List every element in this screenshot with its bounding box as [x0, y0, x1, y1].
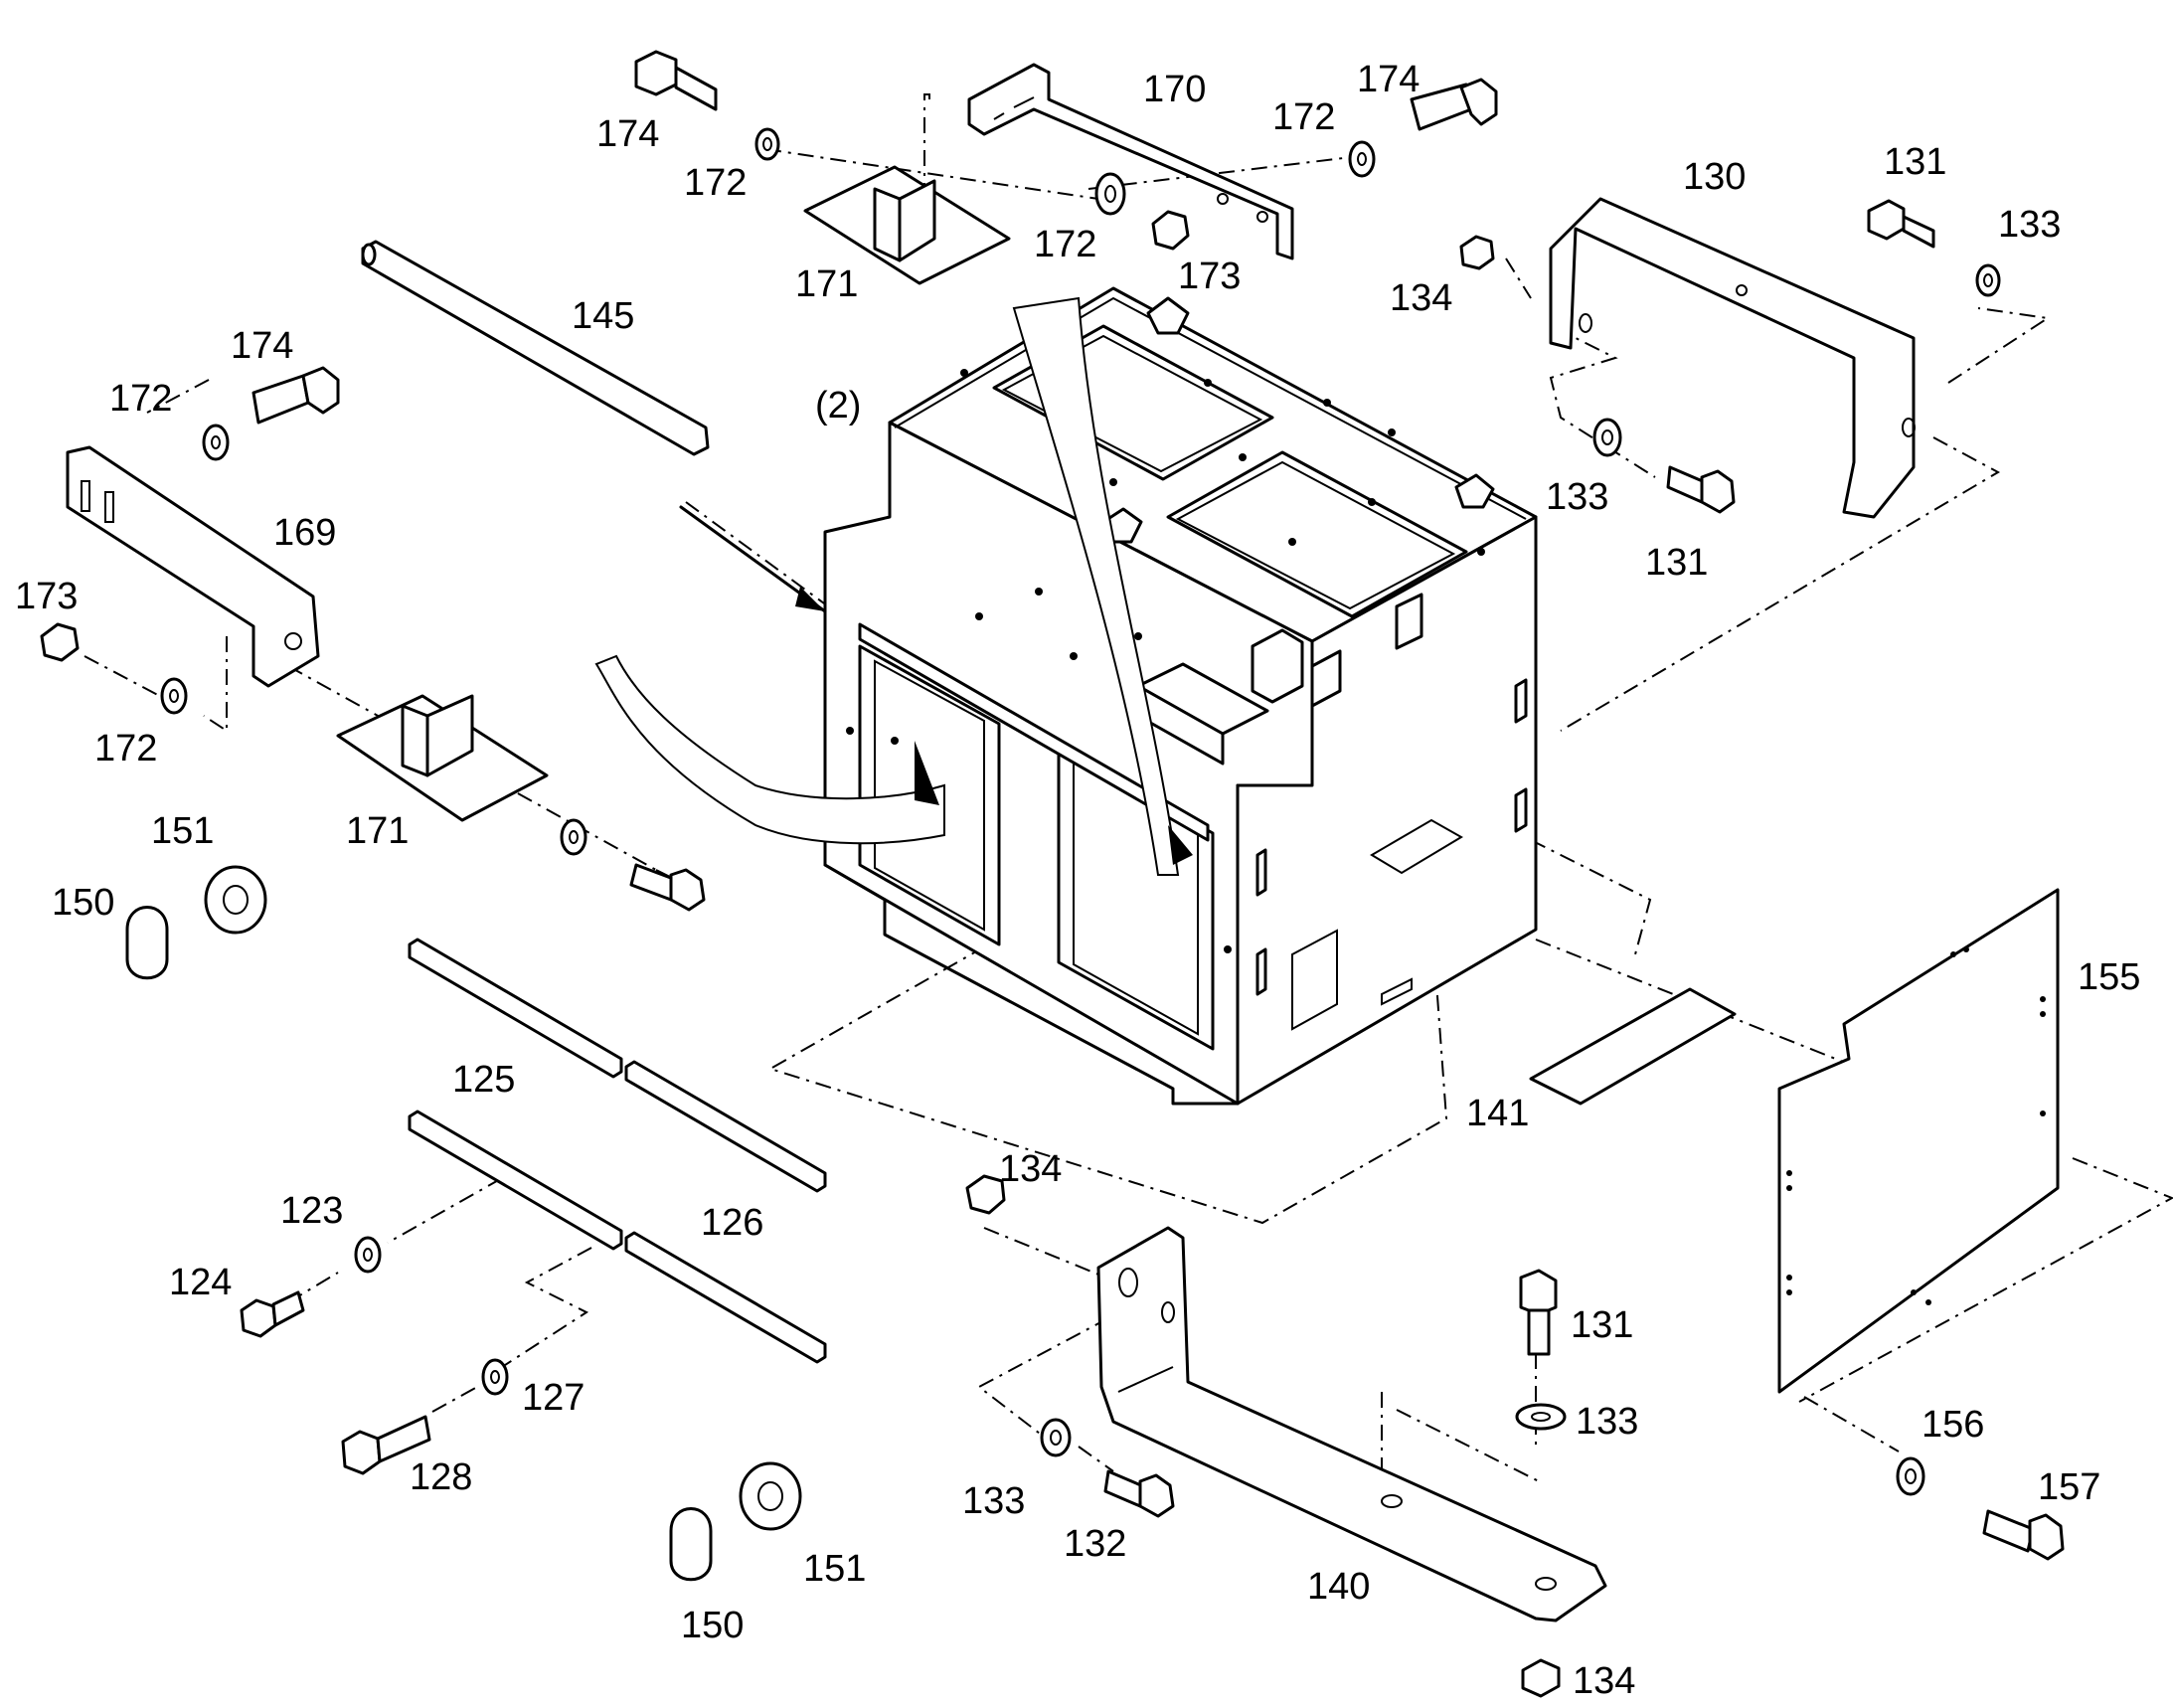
- acorn-nut-150-upper: [125, 906, 169, 980]
- callout-131: 131: [1645, 542, 1708, 584]
- callout-131: 131: [1884, 141, 1946, 183]
- fasteners: [40, 50, 2065, 1698]
- washer-133-mid: [1592, 418, 1622, 457]
- callout-133: 133: [962, 1480, 1025, 1522]
- callout-labels: 170 174 174 174 172 172 172 172 172 173 …: [15, 59, 2140, 1702]
- bolt-157: [1982, 1509, 2065, 1561]
- callout-173: 173: [1178, 256, 1241, 297]
- callout-173: 173: [15, 576, 78, 617]
- washer-172-right: [1348, 140, 1376, 178]
- guard-130: [1549, 197, 1916, 519]
- callout-155: 155: [2078, 956, 2140, 998]
- bolt-174-left: [251, 366, 340, 425]
- washer-151-upper: [204, 865, 267, 935]
- callout-150: 150: [52, 882, 114, 924]
- assembly-label: (2): [815, 385, 861, 427]
- bolt-124: [240, 1290, 305, 1338]
- callout-134: 134: [1390, 277, 1452, 319]
- main-frame-assembly: (2): [594, 286, 1538, 1106]
- nut-173-top: [1151, 210, 1190, 251]
- rail-126-lower: [624, 1231, 827, 1364]
- callout-174: 174: [1357, 59, 1420, 100]
- callout-157: 157: [2038, 1466, 2100, 1508]
- callout-150: 150: [681, 1605, 744, 1646]
- callout-134: 134: [1573, 1660, 1635, 1702]
- callout-126: 126: [701, 1202, 763, 1244]
- nut-134-bottom: [1521, 1658, 1561, 1698]
- rail-125-upper: [408, 938, 623, 1079]
- washer-172-left-upper: [202, 424, 230, 461]
- bolt-128: [341, 1415, 431, 1475]
- rod-145: [361, 240, 710, 456]
- callout-172: 172: [1272, 96, 1335, 138]
- callout-124: 124: [169, 1262, 232, 1303]
- bolt-131-top: [1867, 199, 1935, 249]
- bolt-132: [1103, 1469, 1175, 1518]
- callout-141: 141: [1466, 1093, 1529, 1134]
- callout-123: 123: [280, 1190, 343, 1232]
- callout-140: 140: [1307, 1566, 1370, 1608]
- bracket-171-lower: [336, 694, 549, 822]
- washer-123: [354, 1236, 382, 1274]
- washer-172-left-lower: [160, 677, 188, 715]
- panel-155: [1777, 888, 2060, 1394]
- callout-172: 172: [1034, 224, 1096, 265]
- callout-172: 172: [94, 728, 157, 769]
- callout-172: 172: [684, 162, 747, 204]
- callout-134: 134: [999, 1148, 1062, 1190]
- acorn-nut-150-lower: [669, 1507, 713, 1582]
- rail-126-upper: [624, 1060, 827, 1193]
- washer-133-lower-right: [1515, 1403, 1567, 1431]
- bracket-140: [1096, 1226, 1607, 1623]
- callout-131: 131: [1571, 1304, 1633, 1346]
- callout-132: 132: [1064, 1523, 1126, 1565]
- washer-151-lower: [739, 1461, 802, 1531]
- washer-156: [1896, 1456, 1925, 1496]
- callout-127: 127: [522, 1377, 585, 1419]
- callout-171: 171: [346, 810, 409, 852]
- callout-133: 133: [1998, 204, 2061, 246]
- washer-133-lower-left: [1040, 1418, 1072, 1457]
- washer-133-top: [1975, 263, 2001, 297]
- nut-173-left: [40, 622, 80, 662]
- callout-133: 133: [1576, 1401, 1638, 1443]
- bolt-131-mid: [1666, 465, 1736, 514]
- bolt-131-lower: [1519, 1269, 1558, 1356]
- callout-130: 130: [1683, 156, 1746, 198]
- bracket-171-upper: [803, 165, 1011, 285]
- bolt-171-lower: [629, 863, 706, 912]
- callout-169: 169: [273, 512, 336, 554]
- callout-174: 174: [596, 113, 659, 155]
- callout-172: 172: [109, 378, 172, 420]
- callout-170: 170: [1143, 69, 1206, 110]
- bracket-169: [66, 445, 320, 688]
- callout-151: 151: [151, 810, 214, 852]
- callout-128: 128: [410, 1456, 472, 1498]
- nut-134-top: [1459, 235, 1495, 270]
- washer-172-top: [754, 127, 780, 161]
- rail-125-lower: [408, 1110, 623, 1251]
- bolt-174-top-right: [1410, 78, 1498, 131]
- callout-125: 125: [452, 1059, 515, 1101]
- callout-156: 156: [1922, 1404, 1984, 1446]
- callout-171: 171: [795, 263, 858, 305]
- bracket-170: [967, 63, 1294, 260]
- callout-145: 145: [572, 295, 634, 337]
- washer-172-mid: [1094, 172, 1126, 216]
- washer-127: [481, 1358, 509, 1396]
- nut-134-mid: [965, 1174, 1006, 1215]
- frame-bolt-dots: [846, 324, 1485, 953]
- callout-133: 133: [1546, 476, 1608, 518]
- callout-151: 151: [803, 1548, 866, 1590]
- callout-174: 174: [231, 325, 293, 367]
- plate-141: [1529, 987, 1737, 1106]
- washer-171-lower: [560, 818, 587, 856]
- bolt-174-top-left: [634, 50, 718, 111]
